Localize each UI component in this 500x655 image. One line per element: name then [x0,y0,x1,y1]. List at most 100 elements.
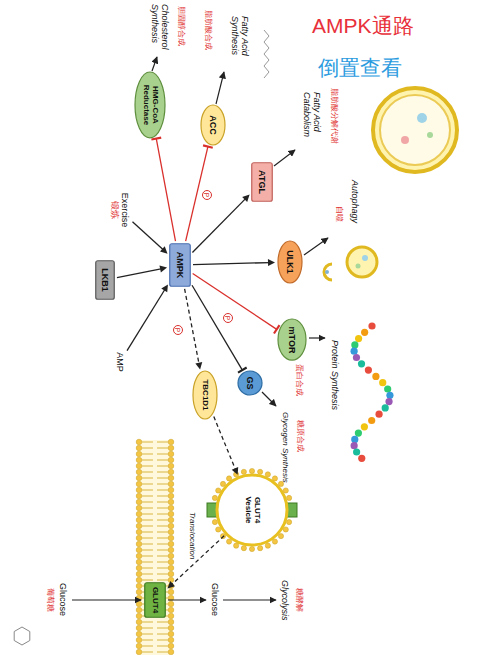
lipid-head [168,631,174,637]
lipid-tail [157,502,168,503]
lipid-head [168,649,174,655]
cargo [356,264,361,269]
lipid-tail [157,634,168,635]
node-label: TBC1D1 [201,379,210,410]
connector-line [117,269,162,278]
connector [127,284,168,350]
connector [132,222,167,254]
lipid-tail [157,478,168,479]
process-label: Fatty Acid Synthesis [229,16,250,70]
amino-acid-bead [365,367,372,374]
lipid-head [136,637,142,643]
lipid-tail [157,526,168,527]
uptake-arrow [72,599,141,600]
lipid-head [168,535,174,541]
lipid-tail [142,568,153,569]
lipid-tail [157,628,168,629]
isolation-membrane [324,264,332,280]
lipid-tail [142,520,153,521]
lipid-head [136,553,142,559]
node-label: Exercise [120,193,130,228]
arrowhead [167,581,175,588]
lipid-head [136,571,142,577]
lipid-head [168,565,174,571]
lipid-head [168,445,174,451]
connector-line [185,289,200,365]
connector-line [214,417,236,471]
node-label: 锻炼 [110,201,120,219]
node-label: GLUT4 [151,587,160,613]
phospho-mark: P [173,325,183,335]
lipid-head [136,445,142,451]
lipid-tail [157,532,168,533]
lipid-head [241,469,246,474]
node-shape [193,371,217,419]
lipid-tail [142,580,153,581]
connector [214,417,238,475]
lipid-head [168,463,174,469]
lipid-head [216,488,221,493]
node-label: GLUT4 Vesicle [243,488,261,532]
lipid-head [136,457,142,463]
amino-acid-bead [375,411,382,418]
lipid-tail [157,484,168,485]
amino-acid-bead [368,417,375,424]
lipid-tail [142,442,153,443]
lipid-head [136,559,142,565]
amino-acid-bead [351,341,358,348]
node-shape [217,475,287,545]
lipid-head [168,511,174,517]
lipid-tail [142,550,153,551]
autophagosome-outer [373,88,457,172]
protein-ellipse: TBC1D1 [192,370,218,420]
lipid-tail [142,484,153,485]
lipid-head [283,527,288,532]
lipid-head [168,601,174,607]
lipid-tail [142,574,153,575]
cargo [427,132,433,138]
vesicle-lipids [211,468,294,551]
phospho-mark: P [223,313,233,323]
lipid-tail [142,640,153,641]
lipid-head [136,649,142,655]
lipid-head [168,481,174,487]
lipid-tail [157,622,168,623]
lipid-tail [142,544,153,545]
subtitle: 倒置查看 [318,56,402,80]
output-arrow [309,337,325,338]
lipid-head [136,643,142,649]
amino-acid-bead [358,455,365,462]
lipid-head [168,547,174,553]
arrowhead [232,467,238,475]
lipid-head [136,475,142,481]
chinese-label: 脂肪酸分解代谢 [330,88,339,144]
autophagosome [324,88,457,280]
lipid-tail [142,496,153,497]
kinase-ellipse: mTOR [277,318,307,361]
lipid-head [168,643,174,649]
cell-membrane [136,439,174,655]
kinase-box: LKB1 [95,260,115,300]
node-label: HMG-CoA Reductase [141,82,159,128]
lipid-head [136,577,142,583]
lipid-tail [142,460,153,461]
amino-acid-bead [361,329,368,336]
amino-acid-bead [353,448,360,455]
node-shape [135,72,165,138]
connector-line [132,222,163,250]
lipid-head [212,519,217,524]
lipid-head [168,529,174,535]
lipid-head [168,589,174,595]
lipid-head [168,571,174,577]
lipid-tail [142,526,153,527]
lipid-head [136,547,142,553]
connector [192,195,249,253]
lipid-head [265,472,270,477]
lipid-tail [142,490,153,491]
lipid-head [258,469,263,474]
node-label: ACC [208,115,218,135]
lipid-tail [157,562,168,563]
lipid-head [136,535,142,541]
amino-acid-bead [372,373,379,380]
enzyme-ellipse: HMG-CoA Reductase [134,71,166,139]
